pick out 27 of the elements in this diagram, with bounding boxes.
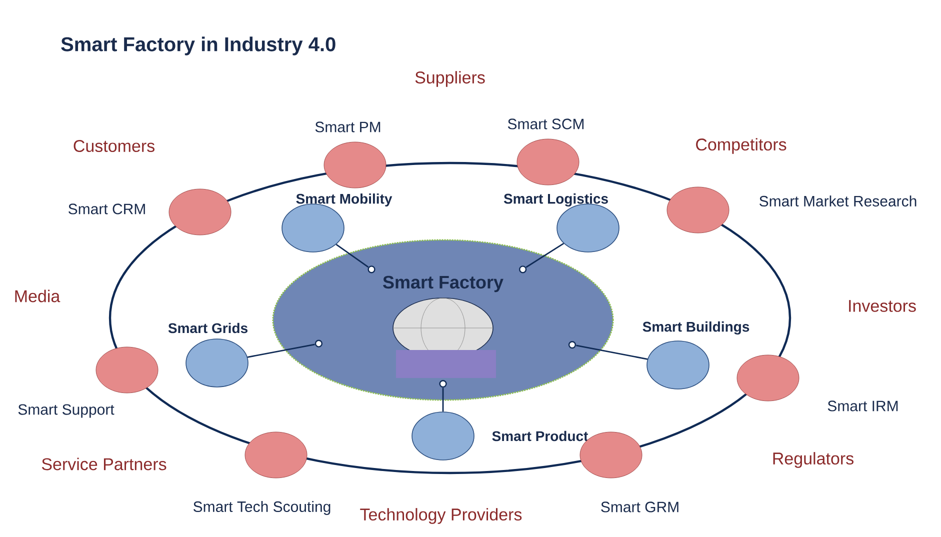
connector-line [526, 242, 564, 268]
title: Smart Factory in Industry 4.0 [61, 36, 336, 56]
stakeholder-label: Investors [849, 300, 916, 312]
node-label: Smart Logistics [504, 193, 608, 207]
node-label: Smart GRM [601, 502, 678, 512]
stakeholder-label: Technology Providers [360, 508, 522, 524]
node-label: Smart SCM [508, 118, 584, 130]
connector-line [442, 388, 444, 412]
stakeholder-label: Media [15, 290, 60, 302]
node-label: Smart Grids [168, 322, 248, 334]
node-label: Smart Tech Scouting [193, 501, 330, 515]
connector-line [247, 344, 315, 358]
node-label: Smart Support [18, 404, 114, 418]
node-label: Smart CRM [68, 204, 145, 214]
stakeholder-label: Suppliers [415, 71, 485, 87]
node-label: Smart Product [492, 430, 588, 442]
node-label: Smart IRM [828, 400, 898, 412]
stakeholder-label: Competitors [696, 138, 786, 154]
node-label: Smart Market Research [760, 195, 916, 206]
node-label: Smart Mobility [296, 193, 392, 207]
connector-line [576, 344, 648, 360]
node-label: Smart Buildings [642, 321, 750, 335]
node-label: Smart PM [315, 122, 380, 132]
stakeholder-label: Service Partners [42, 458, 166, 470]
stakeholder-label: Regulators [773, 452, 854, 468]
node-title: Smart Factory [383, 276, 504, 292]
stakeholder-label: Customers [74, 140, 154, 152]
